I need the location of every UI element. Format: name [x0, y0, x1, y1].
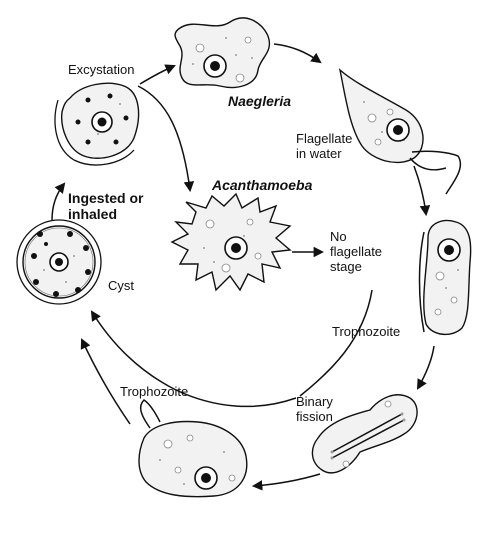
label-naegleria: Naegleria	[228, 93, 292, 109]
label-binary-fission: Binary fission	[296, 394, 333, 424]
arrow-trophozoite-to-fission	[416, 345, 435, 390]
label-cyst: Cyst	[108, 278, 134, 293]
label-trophozoite-left: Trophozoite	[120, 384, 189, 399]
arrow-trophozoite-to-cyst	[80, 338, 131, 425]
flagellate-cell	[338, 68, 462, 195]
label-flagellate-in-water: Flagellate in water	[296, 131, 353, 161]
arrow-excystation-to-naegleria	[139, 64, 176, 85]
arrow-fission-loop-to-cyst	[90, 310, 297, 408]
arrow-flagellate-to-trophozoite	[413, 165, 431, 217]
trophozoite-right-cell	[418, 219, 472, 335]
excysting-cell	[54, 82, 140, 166]
label-no-flagellate-stage: No flagellate stage	[330, 229, 383, 274]
naegleria-amoeba	[174, 17, 271, 89]
label-excystation: Excystation	[68, 62, 135, 77]
cyst-cell	[16, 219, 102, 305]
label-acanthamoeba: Acanthamoeba	[212, 177, 313, 193]
arrow-naegleria-to-flagellate	[273, 43, 322, 64]
label-trophozoite-right: Trophozoite	[332, 324, 401, 339]
trophozoite-bottom-cell	[138, 399, 248, 498]
arrow-fission-to-trophozoite	[251, 473, 321, 491]
arrow-excystation-to-acanthamoeba	[137, 85, 195, 193]
arrow-trophozoite-loop	[299, 289, 373, 397]
binary-fission-cell	[311, 394, 418, 474]
arrow-cyst-to-excystation	[51, 182, 66, 221]
label-ingested-or-inhaled: Ingested or inhaled	[68, 190, 144, 222]
acanthamoeba-cell	[170, 192, 292, 292]
